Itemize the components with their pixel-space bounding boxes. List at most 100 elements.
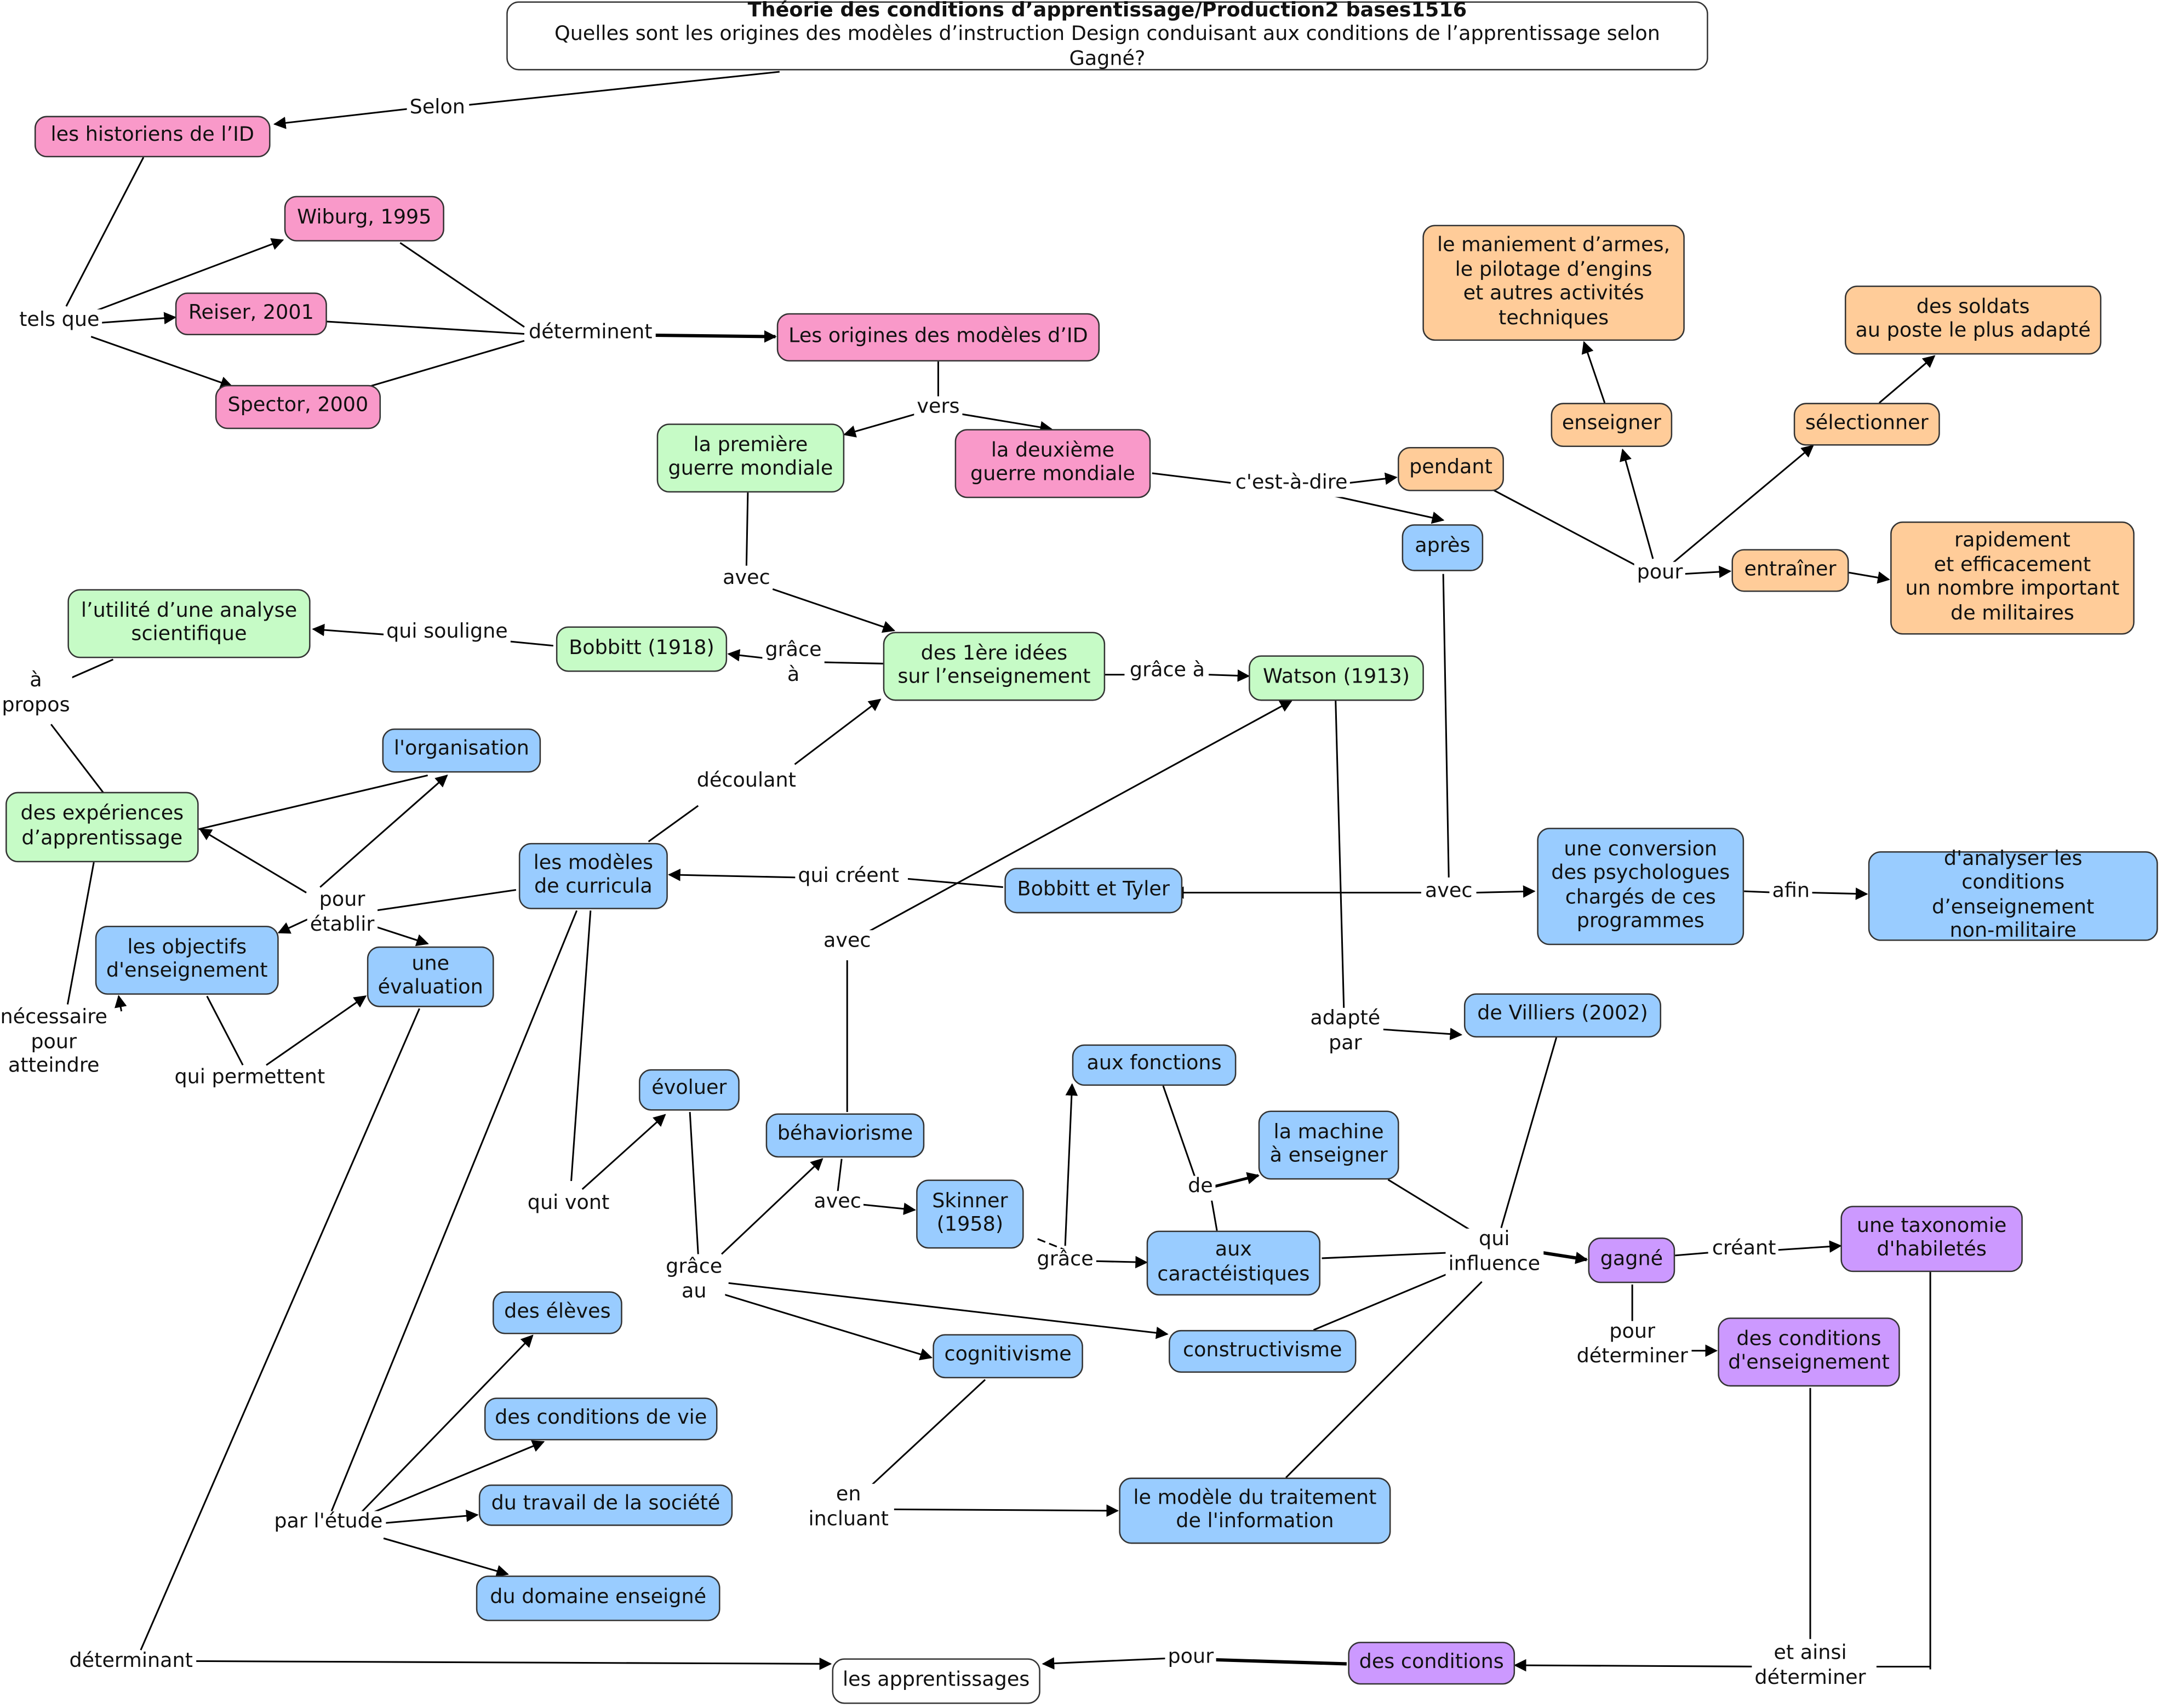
link bbox=[581, 1114, 666, 1190]
link bbox=[1152, 472, 1231, 484]
link-label-creant: créant bbox=[1709, 1237, 1779, 1262]
link bbox=[866, 700, 1293, 933]
title-text: Théorie des conditions d’apprentissage/P… bbox=[747, 0, 1467, 22]
link bbox=[728, 1282, 1169, 1339]
link bbox=[654, 330, 777, 343]
link bbox=[1683, 565, 1732, 578]
link bbox=[361, 1334, 534, 1513]
link bbox=[469, 71, 780, 106]
concept-conditions-enseignement: des conditions d'enseignement bbox=[1718, 1317, 1900, 1387]
link bbox=[837, 1159, 843, 1194]
concept-maniement: le maniement d’armes, le pilotage d’engi… bbox=[1422, 225, 1685, 341]
link-label-avec-conversion: avec bbox=[1422, 880, 1475, 905]
link bbox=[822, 661, 883, 664]
concept-conditions-vie: des conditions de vie bbox=[484, 1397, 718, 1441]
link bbox=[99, 312, 177, 325]
link bbox=[266, 995, 367, 1066]
link bbox=[273, 108, 408, 129]
link bbox=[325, 320, 525, 335]
link bbox=[140, 1008, 420, 1650]
concept-origines: Les origines des modèles d’ID bbox=[776, 313, 1100, 362]
link bbox=[1581, 341, 1606, 403]
concept-bobbitt-1918: Bobbitt (1918) bbox=[556, 626, 728, 672]
link bbox=[843, 413, 917, 438]
link bbox=[330, 910, 578, 1512]
link-label-qui-creent: qui créent bbox=[795, 865, 902, 890]
link bbox=[90, 336, 233, 389]
link bbox=[383, 1537, 509, 1577]
link bbox=[745, 492, 749, 566]
concept-evaluation: une évaluation bbox=[367, 946, 494, 1007]
link bbox=[772, 588, 896, 633]
concept-enseigner: enseigner bbox=[1551, 403, 1673, 448]
link-label-decoulant: découlant bbox=[694, 770, 799, 795]
link bbox=[1208, 669, 1250, 682]
link bbox=[1214, 1658, 1347, 1666]
link-label-pour-determiner: pour déterminer bbox=[1574, 1321, 1691, 1369]
link bbox=[312, 623, 387, 637]
link bbox=[1037, 1238, 1066, 1251]
concept-aux-caracteristiques: aux caractéistiques bbox=[1146, 1230, 1321, 1296]
link-label-necessaire: nécessaire pour atteindre bbox=[0, 1006, 110, 1080]
link bbox=[1322, 1252, 1449, 1259]
link-label-pour-militaire: pour bbox=[1634, 561, 1686, 586]
link-label-pour-apprentissages: pour bbox=[1165, 1646, 1217, 1671]
link-label-determinent: déterminent bbox=[526, 322, 655, 346]
link bbox=[868, 1379, 986, 1488]
link bbox=[65, 157, 145, 307]
link bbox=[115, 995, 127, 1012]
concept-domaine: du domaine enseigné bbox=[476, 1575, 720, 1621]
concept-traitement: le modèle du traitement de l'information bbox=[1119, 1477, 1391, 1544]
link bbox=[648, 805, 699, 842]
concept-aux-fonctions: aux fonctions bbox=[1072, 1044, 1237, 1086]
link bbox=[1214, 1172, 1260, 1188]
concept-reiser: Reiser, 2001 bbox=[175, 292, 327, 336]
link bbox=[190, 1658, 832, 1670]
link-label-en-incluant: en incluant bbox=[805, 1483, 892, 1532]
link bbox=[367, 1440, 545, 1516]
link bbox=[1313, 1273, 1449, 1331]
link bbox=[85, 238, 284, 316]
question-text: Quelles sont les origines des modèles d’… bbox=[554, 24, 1660, 70]
concept-conversion: une conversion des psychologues chargés … bbox=[1537, 828, 1745, 945]
concept-bobbitt-tyler: Bobbitt et Tyler bbox=[1004, 868, 1183, 914]
concept-cognitivisme: cognitivisme bbox=[933, 1334, 1083, 1379]
link bbox=[66, 862, 95, 1005]
link bbox=[510, 640, 553, 647]
concept-wiburg: Wiburg, 1995 bbox=[284, 196, 444, 242]
concept-idees: des 1ère idées sur l’enseignement bbox=[883, 632, 1106, 701]
concept-evoluer: évoluer bbox=[638, 1069, 740, 1111]
link bbox=[1090, 1256, 1148, 1269]
concept-eleves: des élèves bbox=[493, 1291, 622, 1334]
link bbox=[907, 878, 1003, 888]
link-label-avec-watson: avec bbox=[820, 930, 874, 955]
concept-historiens: les historiens de l’ID bbox=[34, 116, 271, 158]
link-label-et-ainsi: et ainsi déterminer bbox=[1752, 1642, 1869, 1691]
link bbox=[375, 889, 517, 912]
concept-machine: la machine à enseigner bbox=[1258, 1110, 1399, 1180]
link bbox=[1064, 1083, 1078, 1246]
link bbox=[206, 995, 244, 1066]
concept-rapidement: rapidement et efficacement un nombre imp… bbox=[1890, 521, 2135, 635]
concept-modeles-curricula: les modèles de curricula bbox=[518, 842, 668, 909]
link bbox=[1620, 448, 1654, 559]
link-label-grace-a-watson: grâce à bbox=[1126, 660, 1208, 684]
link bbox=[723, 1293, 933, 1361]
concept-apprentissages: les apprentissages bbox=[832, 1658, 1040, 1704]
link bbox=[1675, 1252, 1708, 1257]
link bbox=[689, 1111, 699, 1254]
link bbox=[1878, 355, 1936, 404]
link-label-grace-au: grâce au bbox=[663, 1256, 725, 1305]
link-label-avec-skinner: avec bbox=[811, 1191, 864, 1216]
link bbox=[399, 242, 525, 328]
link-label-par-letude: par l'étude bbox=[271, 1511, 386, 1535]
concept-entrainer: entraîner bbox=[1731, 549, 1849, 592]
link bbox=[727, 649, 765, 662]
concept-conditions: des conditions bbox=[1348, 1642, 1515, 1685]
link bbox=[319, 774, 448, 888]
link-label-determinant: déterminant bbox=[66, 1650, 196, 1675]
link-label-grace-skinner: grâce bbox=[1034, 1248, 1096, 1274]
concept-skinner: Skinner (1958) bbox=[916, 1179, 1024, 1249]
